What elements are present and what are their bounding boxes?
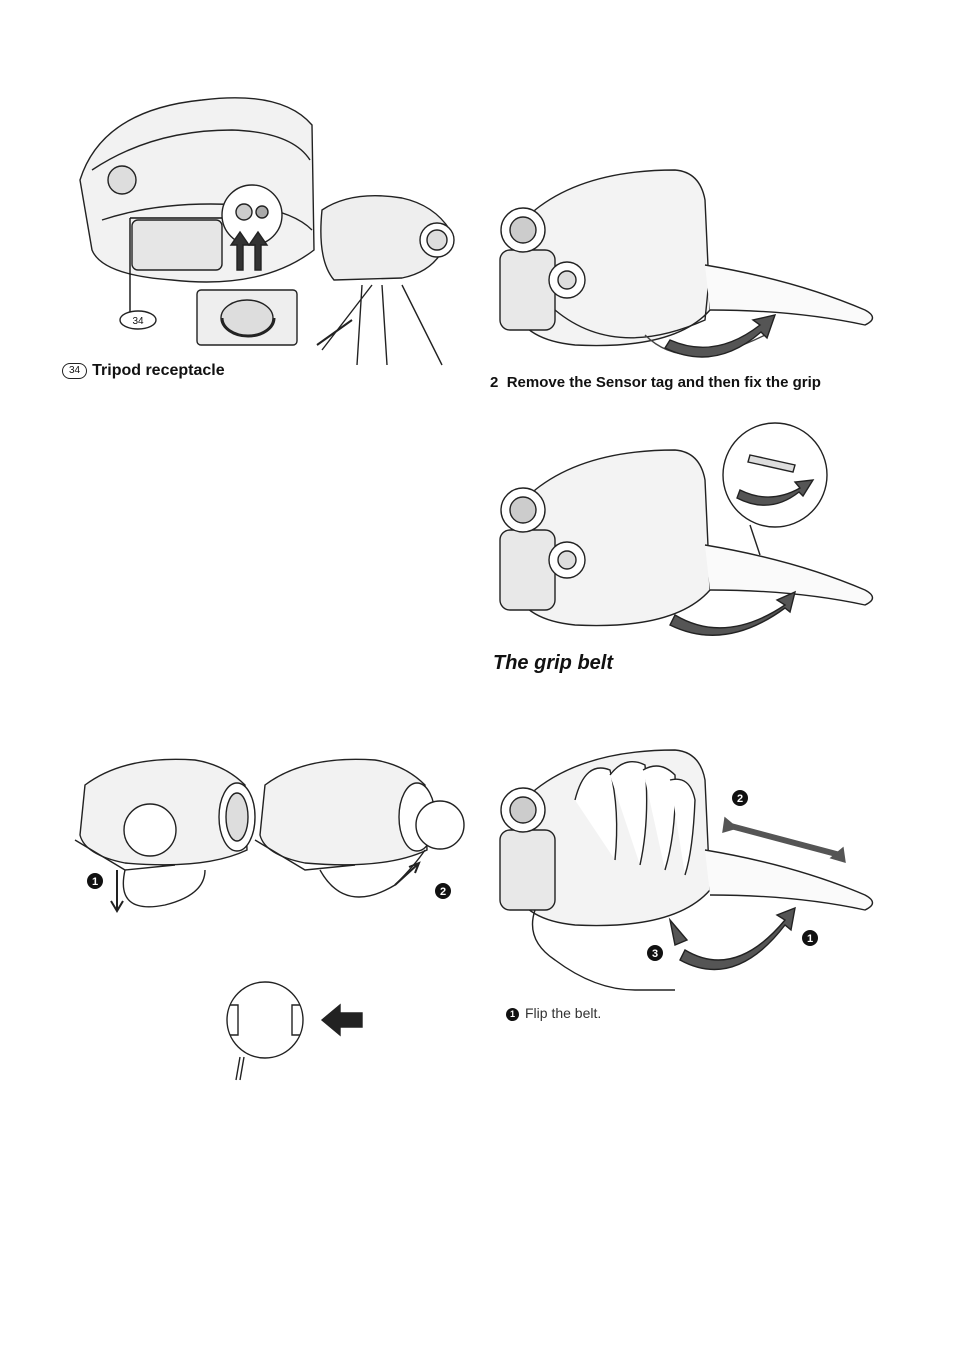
grip-marker-3: 3	[652, 948, 658, 960]
grip-marker-1: 1	[807, 933, 813, 945]
grip-step-1-text: Flip the belt.	[525, 1005, 601, 1021]
step-text: Remove the Sensor tag and then fix the g…	[507, 374, 821, 391]
step-number: 2	[490, 374, 498, 391]
tripod-receptacle-illustration: 34	[62, 80, 462, 370]
lens-cap-detail-illustration	[210, 975, 370, 1085]
tripod-receptacle-label: 34 Tripod receptacle	[62, 362, 225, 380]
grip-marker-2: 2	[737, 793, 743, 805]
tripod-label-text: Tripod receptacle	[92, 362, 225, 379]
grip-step-1-marker: 1	[506, 1008, 519, 1021]
grip-belt-fix-illustration	[495, 420, 885, 645]
grip-belt-heading: The grip belt	[493, 652, 613, 675]
lens-cap-marker-1: 1	[92, 876, 98, 888]
tripod-callout-number: 34	[132, 316, 144, 327]
grip-belt-hand-illustration: 2 3 1	[495, 740, 885, 1000]
sensor-step-instruction: 2 Remove the Sensor tag and then fix the…	[490, 374, 821, 391]
lens-cap-marker-2: 2	[440, 886, 446, 898]
lens-cap-illustration: 1 2	[65, 745, 470, 920]
sensor-tag-illustration	[495, 160, 885, 370]
grip-step-1: 1 Flip the belt.	[506, 1005, 601, 1021]
tripod-badge: 34	[62, 363, 87, 379]
